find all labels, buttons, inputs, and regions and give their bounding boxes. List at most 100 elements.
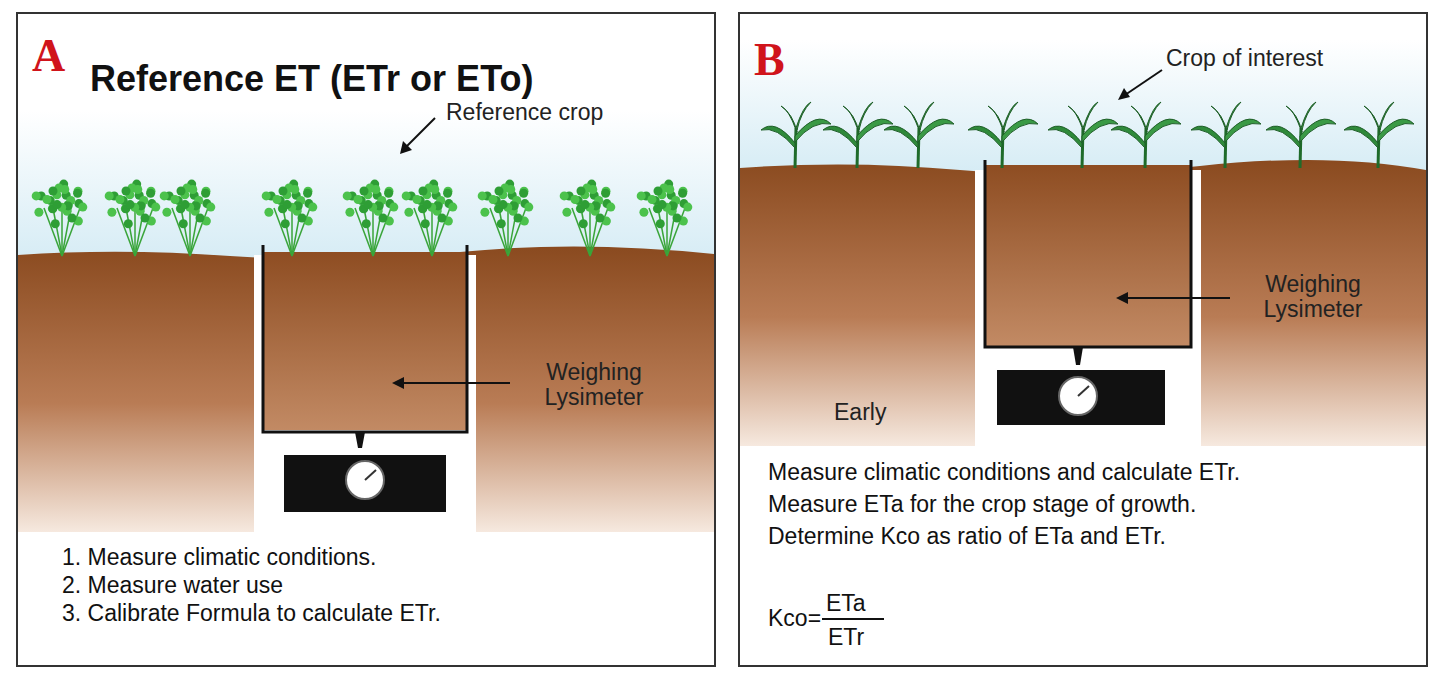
scale bbox=[284, 455, 446, 512]
leaf bbox=[404, 208, 413, 217]
leaf bbox=[281, 219, 290, 228]
stem bbox=[490, 208, 508, 256]
stem bbox=[649, 208, 667, 256]
leaf bbox=[122, 187, 131, 196]
leaf bbox=[379, 214, 388, 223]
leaf bbox=[354, 195, 363, 204]
leaf bbox=[637, 191, 646, 200]
lysimeter-soil bbox=[985, 165, 1191, 346]
leaf bbox=[171, 195, 180, 204]
formula-text: Kco= bbox=[768, 605, 821, 631]
stem bbox=[292, 208, 310, 256]
step-text: Determine Kco as ratio of ETa and ETr. bbox=[768, 523, 1166, 549]
stem bbox=[189, 208, 191, 256]
leaf bbox=[497, 219, 506, 228]
leaf bbox=[1300, 119, 1336, 142]
leaf bbox=[596, 214, 605, 223]
stem bbox=[62, 208, 80, 256]
arrowhead bbox=[1118, 88, 1130, 100]
leaf bbox=[823, 126, 857, 148]
formula-denominator: ETr bbox=[828, 624, 864, 650]
leaf bbox=[656, 219, 665, 228]
leaf bbox=[146, 189, 155, 198]
leaf bbox=[904, 106, 920, 132]
leaf bbox=[639, 208, 648, 217]
panel-letter: A bbox=[32, 30, 65, 83]
stem bbox=[507, 208, 509, 256]
leaf bbox=[421, 219, 430, 228]
leaf bbox=[264, 208, 273, 217]
leaf bbox=[1301, 102, 1316, 130]
formula-numerator: ETa bbox=[826, 590, 866, 616]
leaf bbox=[478, 191, 487, 200]
callout-label: Weighing Lysimeter bbox=[1238, 272, 1388, 323]
panel-box: AReference ET (ETr or ETo)1. Measure cli… bbox=[16, 12, 716, 667]
callout-label: Weighing Lysimeter bbox=[519, 360, 669, 411]
leaf bbox=[562, 208, 571, 217]
stem bbox=[432, 208, 450, 256]
leaf bbox=[919, 102, 934, 130]
leaf bbox=[105, 191, 114, 200]
leaf bbox=[761, 126, 795, 148]
leaf bbox=[34, 208, 43, 217]
leaf bbox=[32, 191, 41, 200]
arrowhead bbox=[400, 141, 412, 154]
leaf bbox=[133, 185, 142, 194]
stem bbox=[499, 208, 508, 256]
leaf bbox=[177, 187, 186, 196]
stem bbox=[581, 208, 590, 256]
leaf bbox=[1211, 106, 1227, 132]
leaf bbox=[290, 185, 299, 194]
stem bbox=[667, 208, 685, 256]
stem bbox=[666, 208, 668, 256]
leaf bbox=[345, 208, 354, 217]
leaf bbox=[1226, 102, 1241, 130]
leaf bbox=[262, 191, 271, 200]
stem bbox=[431, 208, 433, 256]
step-text: 1. Measure climatic conditions. bbox=[62, 544, 376, 570]
leaf bbox=[606, 203, 615, 212]
scale-post bbox=[355, 432, 365, 448]
stem bbox=[117, 208, 135, 256]
leaf bbox=[60, 185, 69, 194]
stem bbox=[590, 208, 608, 256]
leaf bbox=[1378, 119, 1414, 142]
scale-dial bbox=[1059, 377, 1097, 415]
leaf bbox=[988, 106, 1004, 132]
stem bbox=[172, 208, 190, 256]
leaf bbox=[571, 195, 580, 204]
arrowhead bbox=[392, 377, 404, 389]
leaf bbox=[49, 187, 58, 196]
leaf bbox=[857, 119, 893, 142]
leaf bbox=[389, 203, 398, 212]
stem bbox=[364, 208, 373, 256]
stem bbox=[61, 208, 63, 256]
leaf bbox=[78, 203, 87, 212]
leaf bbox=[201, 189, 210, 198]
leader-line bbox=[400, 382, 510, 384]
soil bbox=[740, 160, 1426, 446]
leaf bbox=[1003, 102, 1018, 130]
stem bbox=[423, 208, 432, 256]
stage-label: Early bbox=[834, 400, 886, 425]
leaf bbox=[413, 195, 422, 204]
leaf bbox=[1364, 106, 1380, 132]
step-text: 3. Calibrate Formula to calculate ETr. bbox=[62, 600, 441, 626]
leaf bbox=[160, 191, 169, 200]
reference-crop bbox=[32, 180, 693, 256]
stem bbox=[44, 208, 62, 256]
leaf bbox=[579, 219, 588, 228]
leaf bbox=[308, 203, 317, 212]
stem bbox=[283, 208, 292, 256]
leaf bbox=[648, 195, 657, 204]
panel-box: BMeasure climatic conditions and calcula… bbox=[738, 12, 1428, 667]
stem bbox=[414, 208, 432, 256]
leaf bbox=[858, 102, 873, 130]
leaf bbox=[73, 189, 82, 198]
leaf bbox=[298, 214, 307, 223]
leaf bbox=[1379, 102, 1394, 130]
leaf bbox=[124, 219, 133, 228]
leaf bbox=[796, 102, 811, 130]
leaf bbox=[601, 189, 610, 198]
leaf bbox=[43, 195, 52, 204]
